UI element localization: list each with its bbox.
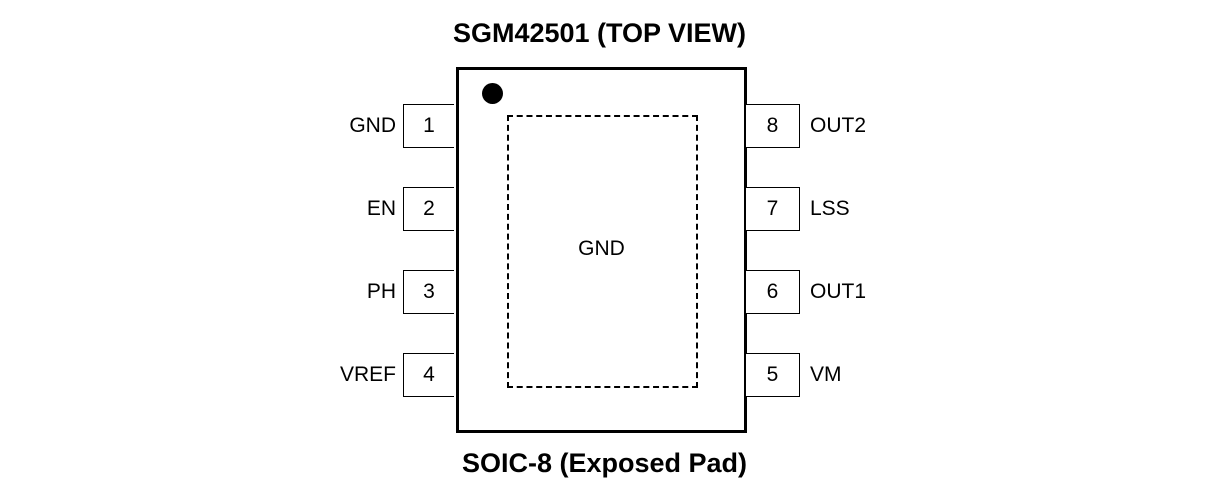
exposed-pad-label: GND: [578, 237, 625, 260]
pin-5: 5: [746, 353, 800, 397]
pin-3: 3: [403, 270, 454, 314]
pin-5-name: VM: [810, 363, 842, 386]
pin-4: 4: [403, 353, 454, 397]
pin-8-name: OUT2: [810, 114, 867, 137]
pin1-marker-dot-icon: [482, 83, 503, 104]
package-caption: SOIC-8 (Exposed Pad): [461, 448, 748, 478]
pin-6-name: OUT1: [810, 280, 867, 303]
ic-package-body: [456, 67, 747, 433]
pin-2-name: EN: [366, 197, 396, 220]
pin-8: 8: [746, 104, 800, 148]
pin-7: 7: [746, 187, 800, 231]
pin-4-name: VREF: [339, 363, 396, 386]
pin-1-name: GND: [349, 114, 396, 137]
exposed-pad-outline: [507, 115, 698, 388]
pin-2: 2: [403, 187, 454, 231]
pin-6: 6: [746, 270, 800, 314]
pin-7-name: LSS: [810, 197, 850, 220]
diagram-title: SGM42501 (TOP VIEW): [452, 18, 747, 48]
pin-3-name: PH: [366, 280, 396, 303]
pin-1: 1: [403, 104, 454, 148]
